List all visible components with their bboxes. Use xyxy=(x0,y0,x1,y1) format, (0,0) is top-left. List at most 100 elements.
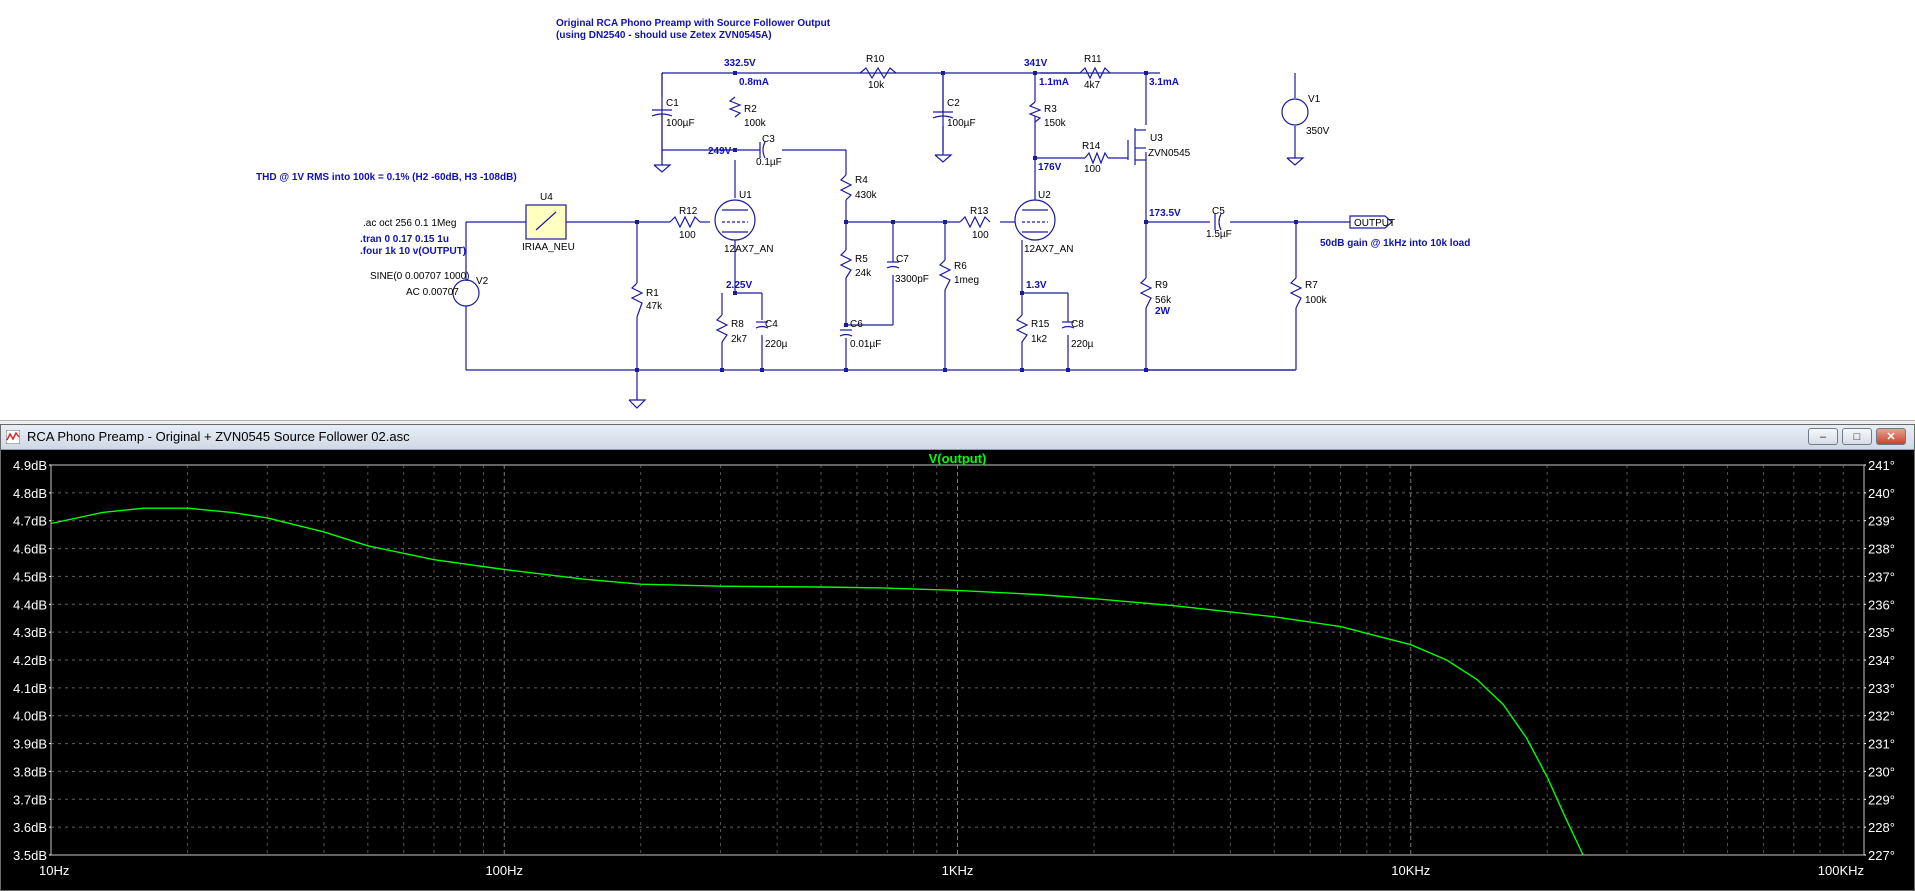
c7-value: 3300pF xyxy=(895,274,929,285)
trace-v-output[interactable] xyxy=(50,507,1584,856)
c3-name: C3 xyxy=(762,134,775,145)
c5-name: C5 xyxy=(1212,206,1225,217)
r9-name: R9 xyxy=(1155,280,1168,291)
r13-name: R13 xyxy=(970,206,989,217)
r2-value: 100k xyxy=(744,118,767,129)
u4-name: U4 xyxy=(540,192,553,203)
sources[interactable] xyxy=(452,98,1309,307)
r5-value: 24k xyxy=(855,268,872,279)
v2-ac: AC 0.00707 xyxy=(406,287,459,298)
c8-value: 220µ xyxy=(1071,339,1094,350)
gain-note: 50dB gain @ 1kHz into 10k load xyxy=(1320,238,1470,249)
r8-name: R8 xyxy=(731,319,744,330)
directive-four[interactable]: .four 1k 10 v(OUTPUT) xyxy=(360,246,466,257)
y-left-tick-label: 3.8dB xyxy=(13,764,47,779)
r3-value: 150k xyxy=(1044,118,1067,129)
schematic-title-2: (using DN2540 - should use Zetex ZVN0545… xyxy=(556,30,772,41)
y-right-tick-label: 234° xyxy=(1868,653,1895,668)
iriaa-slash xyxy=(535,211,557,231)
r7-value: 100k xyxy=(1305,295,1328,306)
r15-value: 1k2 xyxy=(1031,334,1048,345)
plot-window-titlebar[interactable]: RCA Phono Preamp - Original + ZVN0545 So… xyxy=(1,425,1914,450)
y-left-tick-label: 4.8dB xyxy=(13,486,47,501)
r14-value: 100 xyxy=(1084,164,1101,175)
r4-value: 430k xyxy=(855,190,878,201)
tubes[interactable] xyxy=(714,199,1056,241)
plot-window[interactable]: RCA Phono Preamp - Original + ZVN0545 So… xyxy=(0,424,1915,891)
schematic-canvas[interactable]: Original RCA Phono Preamp with Source Fo… xyxy=(0,0,1915,421)
r4-name: R4 xyxy=(855,175,868,186)
node-173.5v: 173.5V xyxy=(1149,208,1181,219)
r12-value: 100 xyxy=(679,230,696,241)
c2-name: C2 xyxy=(947,98,960,109)
v2-sine: SINE(0 0.00707 1000) xyxy=(370,271,470,282)
wires xyxy=(465,72,1350,400)
v1-name: V1 xyxy=(1308,94,1321,105)
c3-value: 0.1µF xyxy=(756,157,782,168)
minimize-button[interactable]: ‒ xyxy=(1808,428,1838,445)
resistors[interactable] xyxy=(630,66,1303,343)
c8-name: C8 xyxy=(1071,319,1084,330)
mosfet-u3[interactable] xyxy=(1127,128,1146,165)
c1-value: 100µF xyxy=(666,118,695,129)
u4-value: IRIAA_NEU xyxy=(522,242,575,253)
node-1.3v: 1.3V xyxy=(1026,280,1047,291)
r5-name: R5 xyxy=(855,254,868,265)
r15-name: R15 xyxy=(1031,319,1050,330)
directive-tran[interactable]: .tran 0 0.17 0.15 1u xyxy=(360,234,449,245)
y-right-tick-label: 229° xyxy=(1868,792,1895,807)
y-left-tick-label: 3.6dB xyxy=(13,820,47,835)
y-right-tick-label: 239° xyxy=(1868,514,1895,529)
r1-value: 47k xyxy=(646,301,663,312)
x-tick-label: 100Hz xyxy=(485,863,523,878)
bode-plot[interactable]: 4.9dB4.8dB4.7dB4.6dB4.5dB4.4dB4.3dB4.2dB… xyxy=(1,449,1914,890)
r9-value: 56k xyxy=(1155,295,1172,306)
u2-name: U2 xyxy=(1038,190,1051,201)
iriaa-block[interactable] xyxy=(525,204,567,240)
y-left-tick-label: 4.9dB xyxy=(13,458,47,473)
y-left-tick-label: 4.2dB xyxy=(13,653,47,668)
u1-value: 12AX7_AN xyxy=(724,244,773,255)
x-tick-label: 100KHz xyxy=(1818,863,1864,878)
output-label: OUTPUT xyxy=(1354,218,1395,229)
directive-ac[interactable]: .ac oct 256 0.1 1Meg xyxy=(363,218,456,229)
c2-value: 100µF xyxy=(947,118,976,129)
c4-name: C4 xyxy=(765,319,778,330)
r6-name: R6 xyxy=(954,261,967,272)
c6-name: C6 xyxy=(850,319,863,330)
x-tick-label: 10KHz xyxy=(1391,863,1430,878)
v2-name: V2 xyxy=(476,276,489,287)
y-left-tick-label: 4.0dB xyxy=(13,709,47,724)
r1-name: R1 xyxy=(646,288,659,299)
y-left-tick-label: 4.7dB xyxy=(13,514,47,529)
c7-name: C7 xyxy=(896,254,909,265)
y-axis-left-ticks: 4.9dB4.8dB4.7dB4.6dB4.5dB4.4dB4.3dB4.2dB… xyxy=(13,458,51,863)
node-1.1ma: 1.1mA xyxy=(1039,77,1069,88)
y-right-tick-label: 235° xyxy=(1868,625,1895,640)
plot-grid xyxy=(50,464,1865,856)
y-left-tick-label: 3.5dB xyxy=(13,848,47,863)
c5-value: 1.5µF xyxy=(1206,229,1232,240)
r14-name: R14 xyxy=(1082,141,1101,152)
c1-col-662[interactable] xyxy=(651,73,673,165)
small-capacitors[interactable] xyxy=(755,141,1222,337)
schematic-svg: Original RCA Phono Preamp with Source Fo… xyxy=(256,18,1470,409)
y-right-tick-label: 227° xyxy=(1868,848,1895,863)
maximize-button[interactable]: □ xyxy=(1842,428,1872,445)
r10-name: R10 xyxy=(866,54,885,65)
y-right-tick-label: 228° xyxy=(1868,820,1895,835)
node-332v: 332.5V xyxy=(724,58,756,69)
c2-col-943[interactable] xyxy=(932,73,954,155)
y-axis-right-ticks: 241°240°239°238°237°236°235°234°233°232°… xyxy=(1864,458,1895,863)
trace-label[interactable]: V(output) xyxy=(929,451,987,466)
close-button[interactable]: ✕ xyxy=(1876,428,1906,445)
r3-name: R3 xyxy=(1044,104,1057,115)
u1-name: U1 xyxy=(739,190,752,201)
output-flag[interactable] xyxy=(1349,215,1393,229)
r11-name: R11 xyxy=(1084,54,1102,65)
schematic-title-1: Original RCA Phono Preamp with Source Fo… xyxy=(556,18,831,29)
r12-name: R12 xyxy=(679,206,698,217)
x-tick-label: 1KHz xyxy=(942,863,974,878)
thd-note: THD @ 1V RMS into 100k = 0.1% (H2 -60dB,… xyxy=(256,172,517,183)
